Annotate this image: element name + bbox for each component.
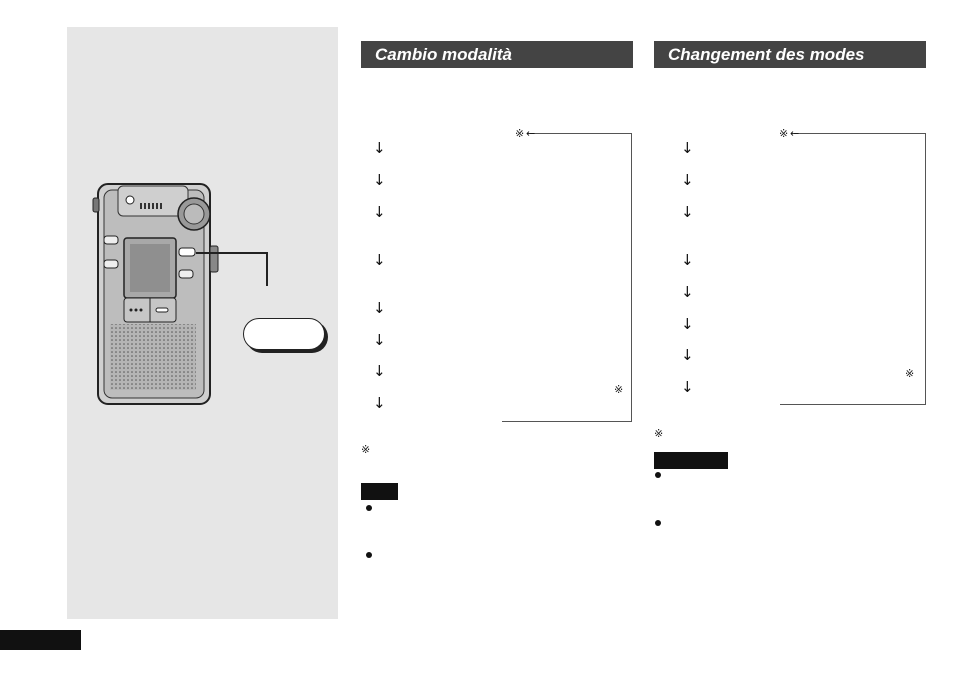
flow-arrow: ↓ [373, 139, 386, 157]
flow-loop-bottom [780, 404, 926, 405]
flow-arrow: ↓ [681, 315, 694, 333]
heading-italian: Cambio modalità [361, 41, 633, 68]
reference-mark: ※ [905, 367, 915, 380]
flow-arrow: ↓ [681, 346, 694, 364]
flow-loop-right [631, 133, 632, 422]
flow-arrow: ↓ [373, 251, 386, 269]
page-number-tab [0, 630, 81, 650]
note-bullet [366, 552, 372, 558]
flow-arrowhead-line [530, 133, 632, 134]
flow-arrow: ↓ [681, 203, 694, 221]
note-bullet [366, 505, 372, 511]
flow-arrow: ↓ [373, 362, 386, 380]
flow-arrow: ↓ [373, 331, 386, 349]
heading-french: Changement des modes [654, 41, 926, 68]
flow-arrowhead-line [794, 133, 926, 134]
flow-arrow: ↓ [681, 283, 694, 301]
callout-line-horizontal [196, 252, 268, 254]
reference-mark: ※ [779, 127, 789, 140]
flow-loop-bottom [502, 421, 632, 422]
reference-mark: ※ [515, 127, 525, 140]
flow-arrow: ↓ [373, 394, 386, 412]
note-bullet [655, 472, 661, 478]
recorder-device-illustration [92, 183, 219, 405]
flow-arrow: ↓ [681, 139, 694, 157]
flow-arrow: ↓ [373, 171, 386, 189]
flow-arrow: ↓ [681, 171, 694, 189]
reference-mark: ※ [614, 383, 624, 396]
footnote-mark: ※ [654, 427, 664, 440]
flow-arrow: ↓ [681, 251, 694, 269]
flow-arrow: ↓ [373, 299, 386, 317]
callout-line-vertical [266, 252, 268, 286]
flow-arrow: ↓ [681, 378, 694, 396]
note-label-italian [361, 483, 398, 500]
flow-arrowhead: ← [526, 127, 536, 140]
flow-loop-right [925, 133, 926, 405]
footnote-mark: ※ [361, 443, 371, 456]
flow-arrow: ↓ [373, 203, 386, 221]
flow-arrowhead: ← [790, 127, 800, 140]
note-label-french [654, 452, 728, 469]
note-bullet [655, 520, 661, 526]
mode-button-callout [243, 318, 325, 350]
